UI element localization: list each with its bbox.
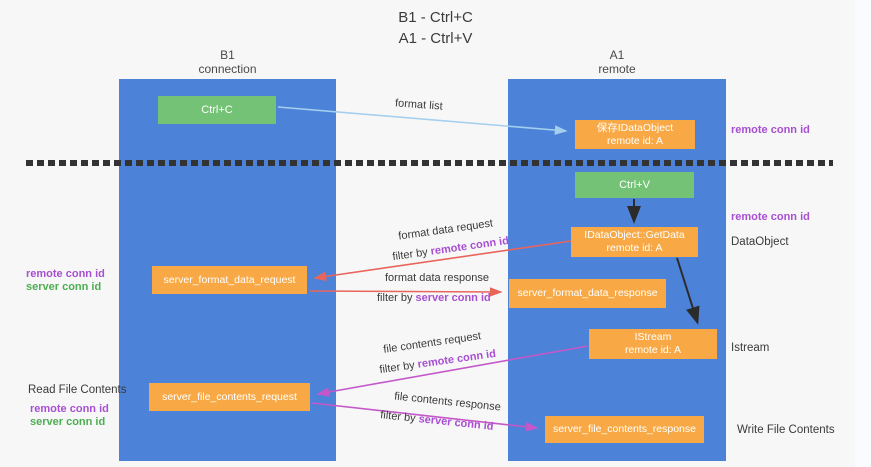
node-istream: IStream remote id: A — [589, 329, 717, 359]
ctrl-v-label: Ctrl+V — [619, 178, 650, 191]
remote-conn-id-text: remote conn id — [416, 347, 497, 371]
server-file-contents-request-label: server_file_contents_request — [162, 390, 297, 403]
label-write-file-contents: Write File Contents — [737, 424, 835, 436]
node-server-format-data-request: server_format_data_request — [152, 266, 307, 294]
left-server-conn-id-2: server conn id — [30, 416, 106, 428]
left-remote-conn-id-1: remote conn id — [26, 268, 105, 280]
server-file-contents-response-label: server_file_contents_response — [552, 423, 696, 435]
getdata-line2: remote id: A — [606, 242, 663, 254]
phase-separator-dashed-line — [26, 160, 833, 166]
save-idataobject-line2: remote id: A — [606, 134, 664, 147]
istream-line2: remote id: A — [624, 344, 682, 356]
server-conn-id-text: server conn id — [418, 413, 495, 433]
filter-by-text: filter by — [377, 292, 413, 304]
node-server-format-data-response: server_format_data_response — [509, 279, 666, 308]
server-format-data-response-label: server_format_data_response — [517, 287, 658, 299]
node-server-file-contents-request: server_file_contents_request — [149, 383, 310, 411]
label-filter-server-1: filter by server conn id — [377, 292, 491, 304]
label-format-data-response: format data response — [385, 272, 489, 284]
column-a1-role: remote — [598, 62, 636, 76]
filter-by-text: filter by — [378, 359, 416, 377]
column-header-b1: B1 connection — [119, 48, 336, 76]
left-server-conn-id-1: server conn id — [26, 281, 102, 293]
filter-by-text: filter by — [379, 409, 417, 425]
label-filter-server-2: filter by server conn id — [380, 409, 494, 433]
node-save-idataobject: 保存IDataObject remote id: A — [575, 120, 695, 149]
label-read-file-contents: Read File Contents — [28, 384, 127, 396]
column-a1-name: A1 — [609, 48, 625, 62]
column-b1-role: connection — [198, 62, 257, 76]
node-ctrl-c: Ctrl+C — [158, 96, 276, 124]
label-file-contents-response: file contents response — [393, 390, 502, 414]
save-idataobject-line1: 保存IDataObject — [596, 121, 674, 134]
diagram-title: B1 - Ctrl+C A1 - Ctrl+V — [0, 7, 871, 49]
filter-by-text: filter by — [391, 246, 429, 264]
right-edge-panel — [855, 0, 871, 467]
column-b1-name: B1 — [220, 48, 235, 62]
column-header-a1: A1 remote — [508, 48, 726, 76]
server-conn-id-text: server conn id — [415, 292, 491, 304]
ctrl-c-label: Ctrl+C — [201, 103, 233, 116]
remote-conn-id-text: remote conn id — [429, 234, 510, 258]
left-remote-conn-id-2: remote conn id — [30, 403, 109, 415]
right-remote-conn-id-1: remote conn id — [731, 124, 810, 136]
istream-line1: IStream — [634, 331, 672, 343]
label-istream: Istream — [731, 342, 770, 354]
title-line-2: A1 - Ctrl+V — [398, 30, 473, 47]
getdata-line1: IDataObject::GetData — [584, 229, 685, 241]
node-idataobject-getdata: IDataObject::GetData remote id: A — [571, 227, 698, 257]
server-format-data-request-label: server_format_data_request — [163, 273, 296, 286]
node-server-file-contents-response: server_file_contents_response — [545, 416, 704, 443]
label-dataobject: DataObject — [731, 236, 789, 248]
right-remote-conn-id-2: remote conn id — [731, 211, 810, 223]
node-ctrl-v: Ctrl+V — [575, 172, 694, 198]
label-format-list: format list — [394, 97, 444, 113]
title-line-1: B1 - Ctrl+C — [398, 9, 473, 26]
